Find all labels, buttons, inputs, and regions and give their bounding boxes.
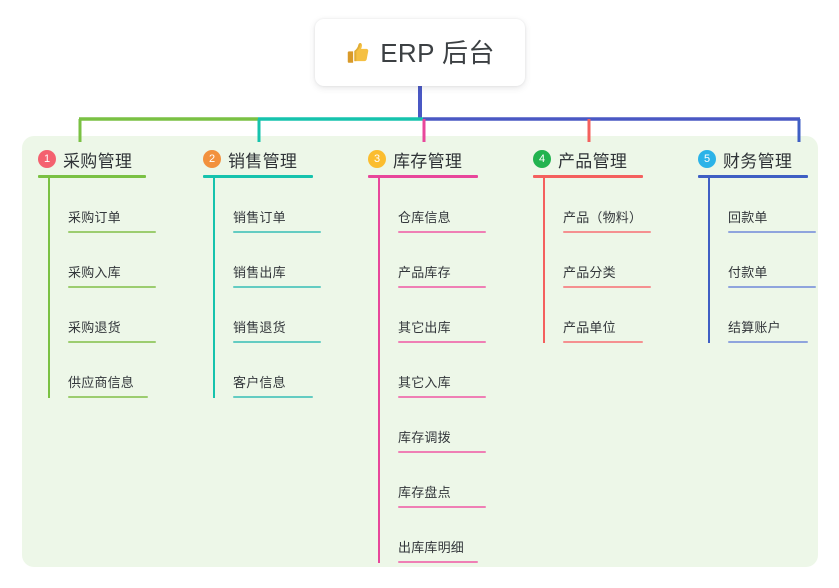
thumbs-up-icon [347, 42, 369, 63]
branch-item[interactable]: 产品单位 [545, 288, 651, 343]
branch-item-label: 产品单位 [563, 320, 616, 335]
branch-item[interactable]: 库存调拨 [380, 398, 486, 453]
branch-item-rule [563, 231, 651, 233]
branch-item[interactable]: 产品（物料） [545, 178, 651, 233]
branch-item-rule [68, 396, 148, 398]
branch-item-rule [398, 396, 486, 398]
branch-number-badge: 4 [533, 150, 551, 168]
branch-number-badge: 5 [698, 150, 716, 168]
branch-column-4: 4 产品管理产品（物料） 产品分类产品单位 [533, 148, 651, 343]
branch-item-label: 供应商信息 [68, 375, 135, 390]
branch-item[interactable]: 产品分类 [545, 233, 651, 288]
branch-item-rule [68, 341, 156, 343]
branch-item-rule [233, 396, 313, 398]
branch-item-rule [728, 231, 816, 233]
branch-column-1: 1 采购管理采购订单采购入库采购退货供应商信息 [38, 148, 156, 398]
branch-header-5[interactable]: 5 财务管理 [698, 148, 816, 171]
branch-item[interactable]: 库存盘点 [380, 453, 486, 508]
branch-item[interactable]: 采购退货 [50, 288, 156, 343]
branch-title: 销售管理 [228, 151, 298, 171]
branch-item-rule [398, 506, 486, 508]
branch-item[interactable]: 其它出库 [380, 288, 486, 343]
branch-item[interactable]: 采购订单 [50, 178, 156, 233]
branch-item-rule [563, 341, 643, 343]
branch-item-rule [68, 286, 156, 288]
branch-item-label: 产品分类 [563, 265, 616, 280]
branch-item-label: 结算账户 [728, 320, 781, 335]
branch-item-label: 产品库存 [398, 265, 451, 280]
branch-header-rule [698, 175, 808, 178]
branch-header-rule [38, 175, 146, 178]
branch-item[interactable]: 销售出库 [215, 233, 321, 288]
branch-item[interactable]: 结算账户 [710, 288, 816, 343]
branch-item-rule [398, 231, 486, 233]
branch-header-rule [203, 175, 313, 178]
branch-item-rule [398, 341, 486, 343]
branch-column-3: 3 库存管理仓库信息产品库存其它出库其它入库库存调拨库存盘点出库库明细 [368, 148, 486, 563]
branch-item-rule [233, 341, 321, 343]
branch-title: 产品管理 [558, 151, 628, 171]
branch-item-label: 客户信息 [233, 375, 286, 390]
branch-item-rule [68, 231, 156, 233]
branch-item-label: 产品（物料） [563, 210, 643, 225]
branch-header-4[interactable]: 4 产品管理 [533, 148, 651, 171]
branch-header-2[interactable]: 2 销售管理 [203, 148, 321, 171]
branch-item-label: 采购订单 [68, 210, 121, 225]
branch-items: 销售订单销售出库销售退货客户信息 [213, 178, 321, 398]
branch-item[interactable]: 供应商信息 [50, 343, 156, 398]
branch-title: 采购管理 [63, 151, 133, 171]
branch-header-3[interactable]: 3 库存管理 [368, 148, 486, 171]
branch-item[interactable]: 回款单 [710, 178, 816, 233]
branch-item-rule [398, 451, 486, 453]
branch-header-rule [368, 175, 478, 178]
branch-item-label: 回款单 [728, 210, 768, 225]
branch-item[interactable]: 付款单 [710, 233, 816, 288]
branch-item[interactable]: 客户信息 [215, 343, 321, 398]
root-title: ERP 后台 [380, 37, 495, 68]
branch-item-label: 销售退货 [233, 320, 286, 335]
branch-item[interactable]: 仓库信息 [380, 178, 486, 233]
branch-item-label: 其它入库 [398, 375, 451, 390]
branch-items: 仓库信息产品库存其它出库其它入库库存调拨库存盘点出库库明细 [378, 178, 486, 563]
branch-item[interactable]: 采购入库 [50, 233, 156, 288]
branch-header-rule [533, 175, 643, 178]
branch-item-label: 付款单 [728, 265, 768, 280]
branch-item-label: 库存调拨 [398, 430, 451, 445]
branch-item-label: 采购入库 [68, 265, 121, 280]
branch-item-label: 其它出库 [398, 320, 451, 335]
branch-item[interactable]: 其它入库 [380, 343, 486, 398]
branch-items: 回款单付款单结算账户 [708, 178, 816, 343]
branch-item-rule [233, 286, 321, 288]
branch-column-5: 5 财务管理回款单付款单结算账户 [698, 148, 816, 343]
branch-item-label: 出库库明细 [398, 540, 465, 555]
branch-column-2: 2 销售管理销售订单销售出库销售退货客户信息 [203, 148, 321, 398]
branch-item-rule [233, 231, 321, 233]
branch-title: 财务管理 [723, 151, 793, 171]
branch-item-label: 采购退货 [68, 320, 121, 335]
branch-item[interactable]: 销售订单 [215, 178, 321, 233]
branch-header-1[interactable]: 1 采购管理 [38, 148, 156, 171]
branch-item[interactable]: 产品库存 [380, 233, 486, 288]
branch-item-rule [398, 286, 486, 288]
branch-number-badge: 1 [38, 150, 56, 168]
branch-number-badge: 3 [368, 150, 386, 168]
branch-item[interactable]: 销售退货 [215, 288, 321, 343]
branch-title: 库存管理 [393, 151, 463, 171]
root-node[interactable]: ERP 后台 [315, 19, 525, 86]
branch-item-rule [728, 286, 816, 288]
branch-items: 产品（物料） 产品分类产品单位 [543, 178, 651, 343]
branch-item-label: 仓库信息 [398, 210, 451, 225]
branch-items: 采购订单采购入库采购退货供应商信息 [48, 178, 156, 398]
branch-number-badge: 2 [203, 150, 221, 168]
branch-item-label: 库存盘点 [398, 485, 451, 500]
branch-item-label: 销售订单 [233, 210, 286, 225]
branch-item-rule [398, 561, 478, 563]
branch-item[interactable]: 出库库明细 [380, 508, 486, 563]
branches-background-panel [22, 136, 818, 567]
branch-item-rule [728, 341, 808, 343]
branch-item-rule [563, 286, 651, 288]
root-node-content: ERP 后台 [345, 40, 495, 66]
branch-item-label: 销售出库 [233, 265, 286, 280]
